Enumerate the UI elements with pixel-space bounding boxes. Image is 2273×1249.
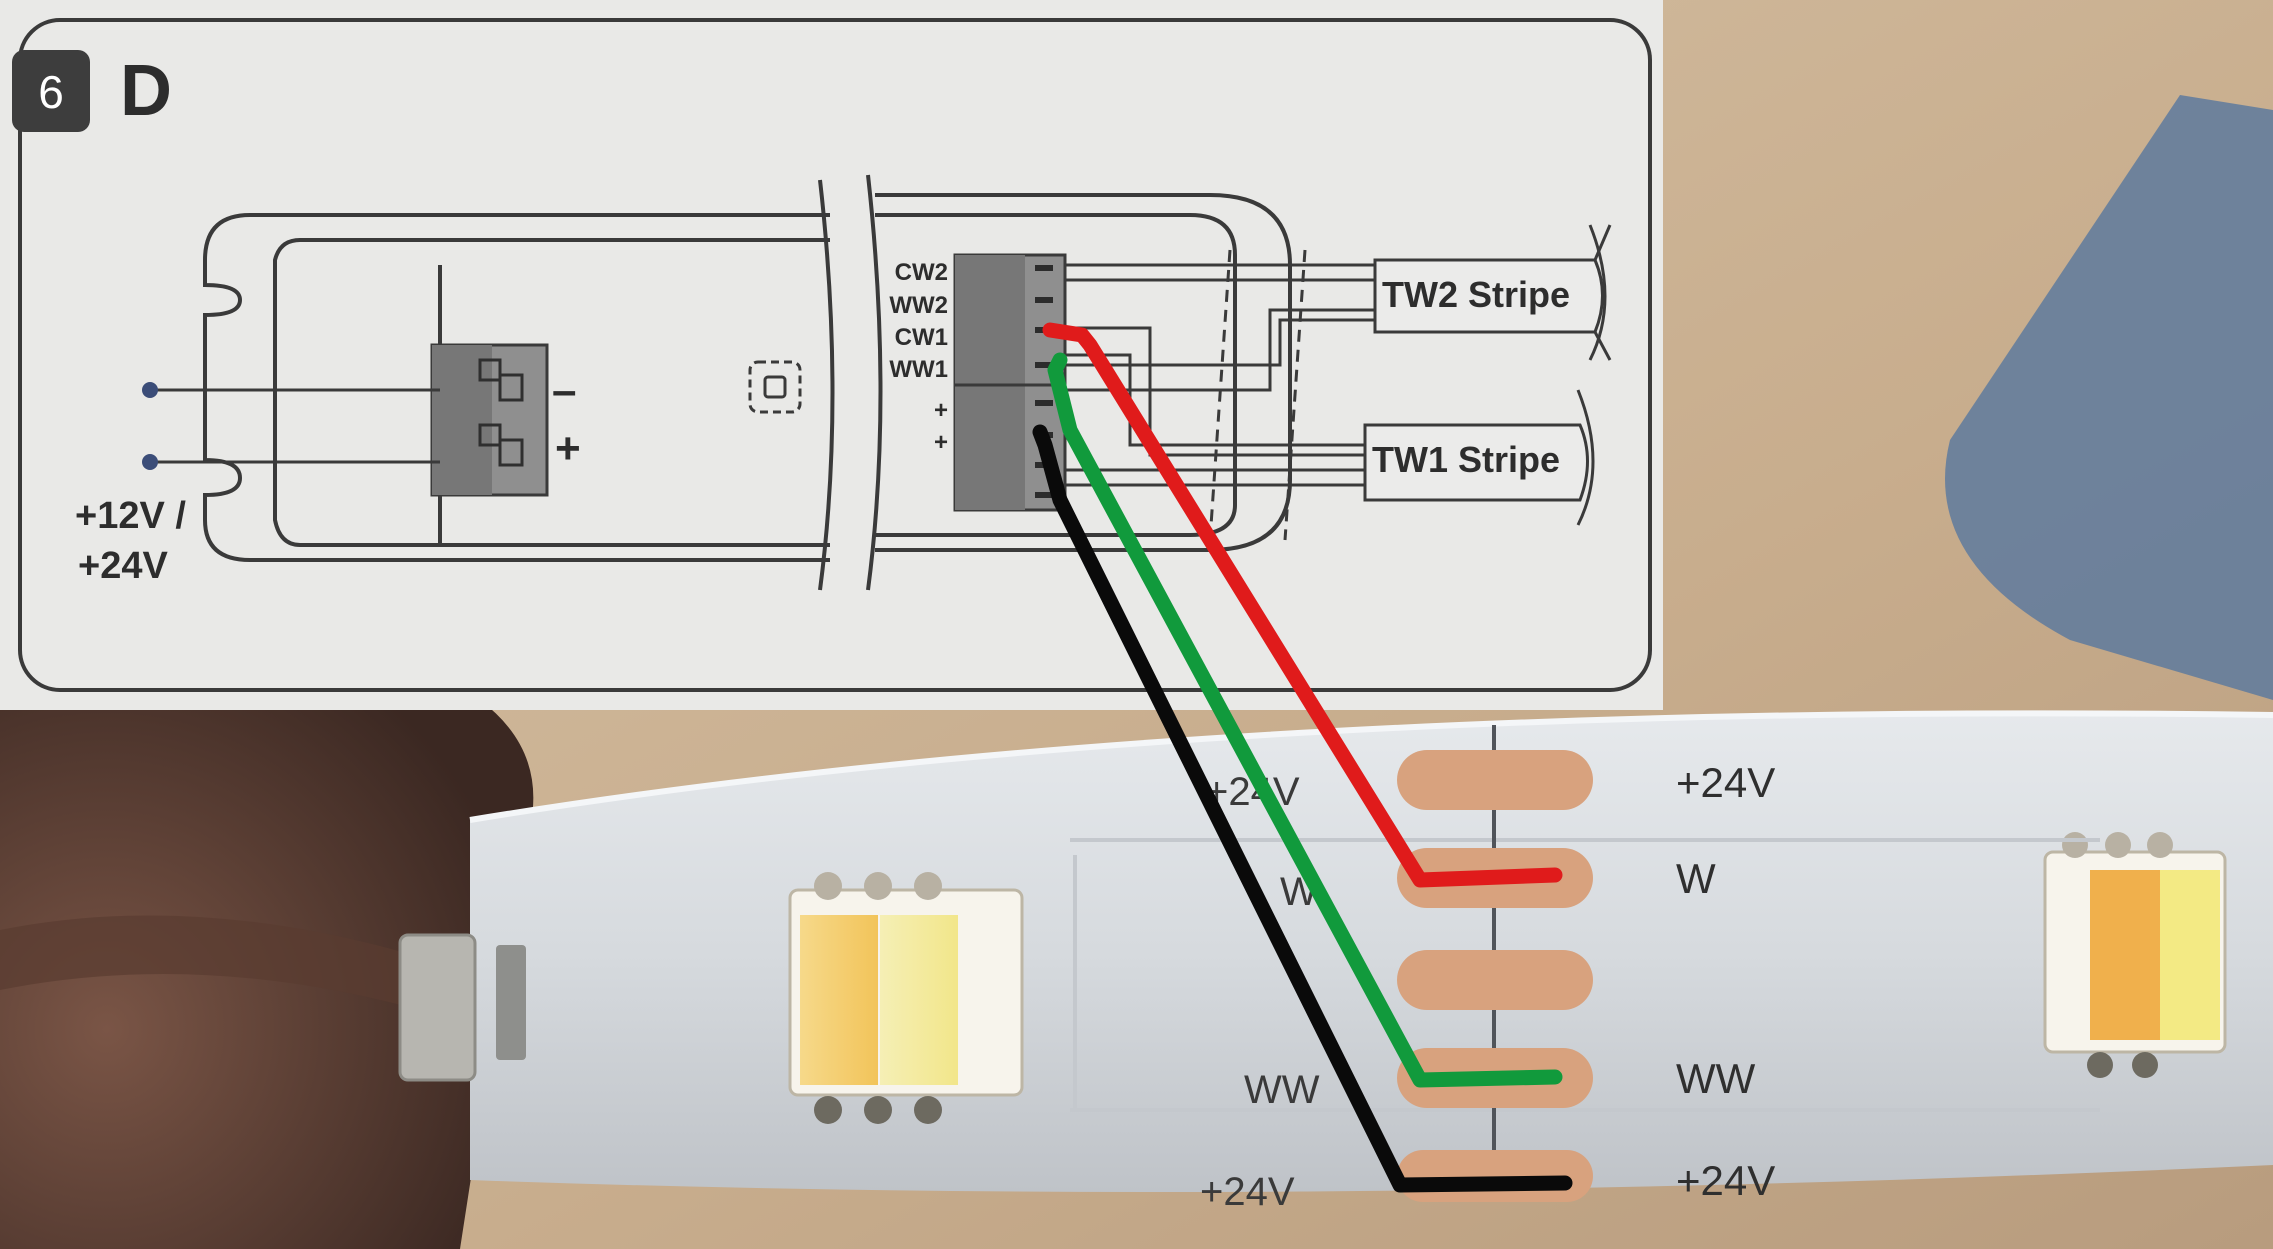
tw1-stripe-label: TW1 Stripe [1372, 439, 1560, 480]
input-dot-minus [142, 382, 158, 398]
pad-label-right-1: +24V [1676, 759, 1775, 806]
pad-1 [1397, 750, 1593, 810]
step-badge [12, 50, 90, 132]
tw1-stripe-box [1363, 389, 1595, 526]
terminal-ww2: WW2 [889, 292, 948, 319]
green-wire [1047, 352, 1563, 1088]
input-terminal [430, 343, 549, 497]
input-wires [150, 388, 440, 464]
pad-label-right-4: +24V [1676, 1157, 1775, 1204]
button-symbol [748, 360, 802, 414]
terminal-plus-2: + [934, 429, 948, 456]
variant-label: D [120, 51, 172, 131]
step-number: 6 [38, 66, 64, 118]
terminal-cw2: CW2 [895, 259, 948, 286]
terminal-labels: CW2 WW2 CW1 WW1 + + [889, 259, 948, 456]
output-terminal [953, 253, 1067, 512]
tw2-stripe-box [1373, 224, 1612, 361]
pad-label-right-2: W [1676, 855, 1716, 902]
tw2-stripe-label: TW2 Stripe [1382, 274, 1570, 315]
led-chip-right [2043, 832, 2227, 1078]
strip-end-connector [398, 933, 477, 1082]
pad-label-left-3: WW [1244, 1068, 1320, 1112]
input-dot-plus [142, 454, 158, 470]
supply-label-line2: +24V [78, 545, 168, 587]
led-chip-left [788, 872, 1024, 1124]
manual-frame [18, 18, 1652, 692]
terminal-cw1: CW1 [895, 324, 948, 351]
pad-label-left-4: +24V [1200, 1170, 1295, 1214]
pad-3 [1397, 950, 1593, 1010]
red-wire [1042, 322, 1563, 888]
blurred-blue-object [1945, 95, 2273, 700]
terminal-ww1: WW1 [889, 356, 948, 383]
supply-label-line1: +12V / [75, 495, 186, 537]
pad-label-right-3: WW [1676, 1055, 1756, 1102]
terminal-plus-1: + [934, 397, 948, 424]
input-minus-label: – [552, 366, 576, 415]
input-plus-label: + [555, 424, 581, 473]
black-wire [1032, 424, 1573, 1193]
